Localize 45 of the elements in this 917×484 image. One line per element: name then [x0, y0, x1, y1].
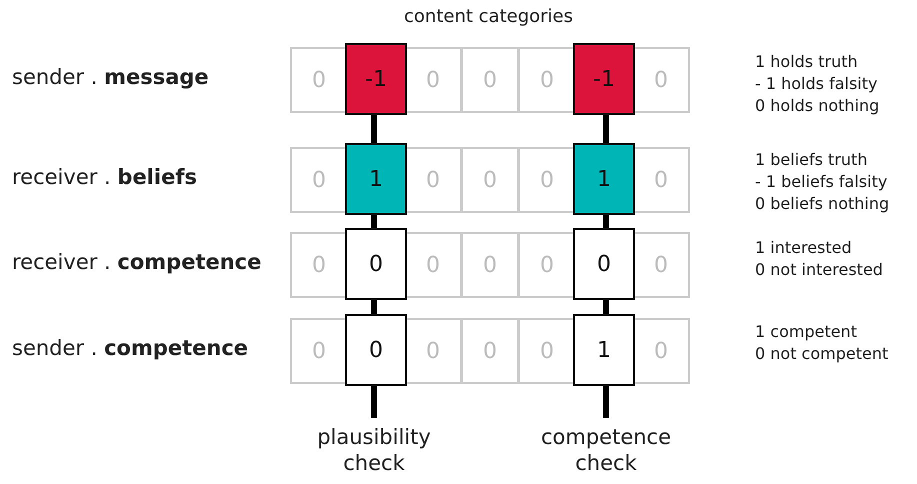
- highlighted-cell: 0: [345, 314, 407, 386]
- grid-cell: 0: [461, 318, 519, 384]
- grid-cell: 0: [404, 232, 462, 298]
- highlighted-cell: 1: [573, 143, 635, 215]
- highlighted-cell: -1: [345, 43, 407, 115]
- grid-cell: 0: [632, 318, 690, 384]
- row-label: receiver . beliefs: [12, 165, 197, 189]
- grid-cell: 0: [290, 232, 348, 298]
- highlighted-cell: 1: [573, 314, 635, 386]
- grid-cell: 0: [404, 147, 462, 213]
- column-caption: competence check: [540, 424, 672, 476]
- legend-note: 1 interested: [755, 238, 853, 257]
- grid-cell: 0: [518, 318, 576, 384]
- grid-cell: 0: [461, 147, 519, 213]
- grid-cell: 0: [461, 232, 519, 298]
- row-label: receiver . competence: [12, 250, 262, 274]
- column-caption: plausibility check: [316, 424, 432, 476]
- row-label: sender . message: [12, 65, 209, 89]
- grid-cell: 0: [518, 47, 576, 113]
- grid-cell: 0: [632, 47, 690, 113]
- legend-note: 1 holds truth: [755, 52, 859, 71]
- grid-cell: 0: [518, 232, 576, 298]
- row-label: sender . competence: [12, 336, 248, 360]
- legend-note: 0 not interested: [755, 260, 884, 279]
- grid-cell: 0: [290, 318, 348, 384]
- grid-cell: 0: [290, 147, 348, 213]
- highlighted-cell: 0: [573, 228, 635, 300]
- highlighted-cell: 1: [345, 143, 407, 215]
- legend-note: 0 beliefs nothing: [755, 194, 890, 213]
- highlighted-cell: 0: [345, 228, 407, 300]
- grid-cell: 0: [461, 47, 519, 113]
- grid-cell: 0: [404, 318, 462, 384]
- highlighted-cell: -1: [573, 43, 635, 115]
- grid-cell: 0: [632, 147, 690, 213]
- grid-cell: 0: [404, 47, 462, 113]
- legend-note: 1 competent: [755, 322, 858, 341]
- legend-note: 0 holds nothing: [755, 96, 880, 115]
- grid-cell: 0: [518, 147, 576, 213]
- legend-note: 0 not competent: [755, 344, 890, 363]
- grid-cell: 0: [290, 47, 348, 113]
- grid-cell: 0: [632, 232, 690, 298]
- heading: content categories: [403, 6, 574, 27]
- legend-note: 1 beliefs truth: [755, 150, 868, 169]
- legend-note: - 1 beliefs falsity: [755, 172, 888, 191]
- legend-note: - 1 holds falsity: [755, 74, 878, 93]
